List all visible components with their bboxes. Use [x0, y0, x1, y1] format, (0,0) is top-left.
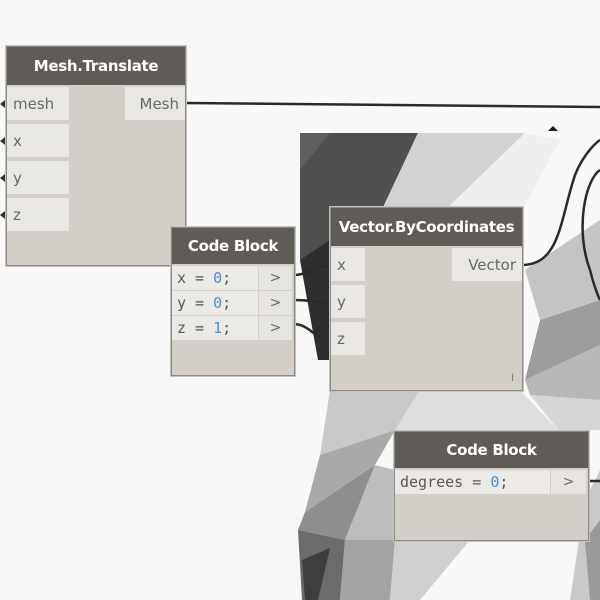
port-connector	[0, 174, 5, 182]
mesh-face	[300, 133, 330, 170]
wire-vector-output-2[interactable]	[581, 168, 600, 301]
code-variable: x	[177, 269, 187, 287]
code-line-x[interactable]: x = 0;	[172, 266, 258, 290]
code-number: 0	[490, 473, 500, 491]
mesh-face	[395, 390, 560, 432]
node-mesh-translate[interactable]: Mesh.Translate mesh x y z Mesh	[6, 46, 186, 266]
mesh-face	[525, 300, 600, 380]
output-port-z[interactable]: >	[258, 316, 292, 340]
code-operator: =	[186, 269, 214, 287]
node-vector-by-coordinates[interactable]: Vector.ByCoordinates x y z Vector l	[330, 207, 523, 391]
mesh-face	[302, 548, 330, 600]
code-variable: z	[177, 319, 187, 337]
mesh-face	[525, 220, 600, 320]
wire-code-z-to-vector-z[interactable]	[292, 322, 331, 342]
node-title[interactable]: Vector.ByCoordinates	[331, 208, 522, 246]
input-port-y[interactable]: y	[331, 285, 365, 319]
code-terminator: ;	[222, 294, 232, 312]
code-terminator: ;	[222, 269, 232, 287]
code-number: 0	[213, 269, 223, 287]
code-variable: degrees	[400, 473, 464, 491]
code-line-y[interactable]: y = 0;	[172, 291, 258, 315]
node-title[interactable]: Code Block	[172, 228, 294, 264]
port-connector	[0, 137, 5, 145]
mesh-face	[525, 345, 600, 400]
input-port-x[interactable]: x	[7, 124, 69, 158]
code-line-degrees[interactable]: degrees = 0;	[395, 470, 550, 494]
input-port-y[interactable]: y	[7, 161, 69, 195]
node-code-block-degrees[interactable]: Code Block degrees = 0; >	[394, 431, 589, 541]
wire-mesh-output[interactable]	[184, 101, 600, 109]
output-port-x[interactable]: >	[258, 266, 292, 290]
mesh-face	[345, 465, 395, 540]
wire-code-y-to-vector-y[interactable]	[292, 298, 331, 304]
input-port-mesh[interactable]: mesh	[7, 87, 69, 121]
mesh-face	[305, 430, 395, 512]
mesh-face	[300, 133, 418, 260]
output-port-y[interactable]: >	[258, 291, 292, 315]
lacing-indicator[interactable]: l	[511, 373, 514, 384]
wire-vector-output[interactable]	[521, 138, 600, 267]
input-port-z[interactable]: z	[7, 198, 69, 232]
node-title[interactable]: Mesh.Translate	[7, 47, 185, 85]
port-marker	[548, 126, 558, 131]
mesh-face	[440, 133, 560, 215]
port-connector	[0, 100, 5, 108]
code-operator: =	[463, 473, 491, 491]
output-port-vector[interactable]: Vector	[452, 248, 522, 282]
wire-code-x-to-vector-x[interactable]	[292, 264, 331, 277]
code-number: 0	[213, 294, 223, 312]
code-operator: =	[186, 294, 214, 312]
node-code-block-xyz[interactable]: Code Block x = 0; y = 0; z = 1; > > >	[171, 227, 295, 376]
code-operator: =	[186, 319, 214, 337]
mesh-face	[340, 540, 395, 600]
output-port-mesh[interactable]: Mesh	[125, 87, 185, 121]
mesh-face	[320, 390, 420, 455]
port-connector	[0, 211, 5, 219]
input-port-x[interactable]: x	[331, 248, 365, 282]
code-number: 1	[213, 319, 223, 337]
mesh-face	[390, 540, 470, 600]
mesh-face	[298, 465, 375, 540]
node-title[interactable]: Code Block	[395, 432, 588, 468]
output-port-degrees[interactable]: >	[550, 470, 586, 494]
input-port-z[interactable]: z	[331, 322, 365, 356]
mesh-face	[530, 395, 600, 432]
code-variable: y	[177, 294, 187, 312]
code-terminator: ;	[222, 319, 232, 337]
code-line-z[interactable]: z = 1;	[172, 316, 258, 340]
wires	[184, 101, 600, 483]
code-terminator: ;	[499, 473, 509, 491]
